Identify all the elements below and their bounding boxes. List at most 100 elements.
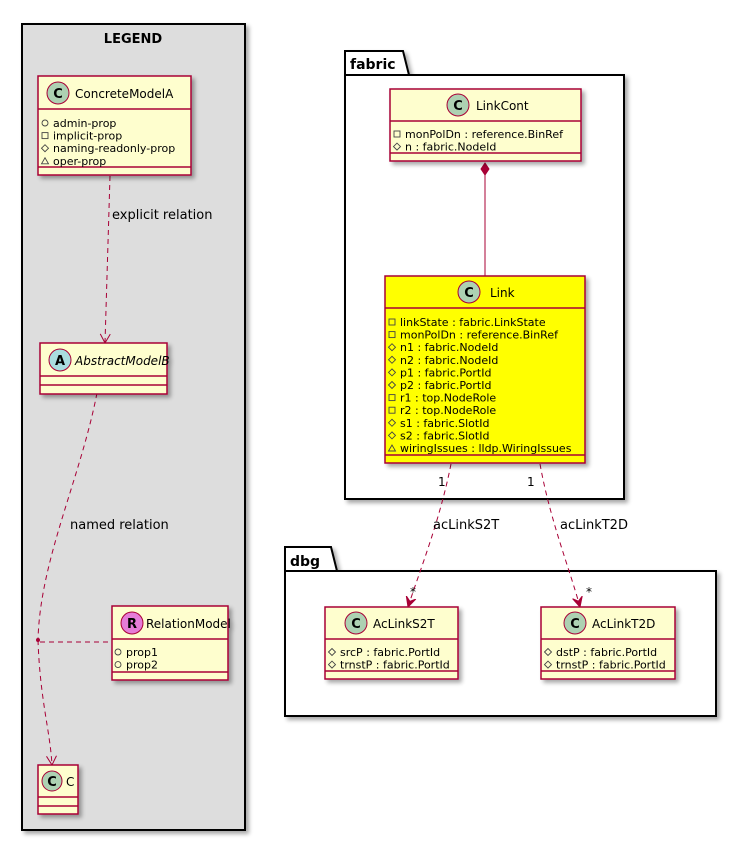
class-stereotype-letter: A (55, 354, 65, 369)
visibility-protected-icon (387, 380, 397, 390)
class-stereotype-icon (46, 81, 70, 105)
visibility-protected-icon (327, 660, 337, 669)
attribute: admin-prop (53, 117, 116, 130)
attribute: n : fabric.NodeId (405, 141, 496, 154)
class-stereotype-icon (457, 280, 481, 304)
named-relation-edge-upper (37, 392, 98, 641)
class-name: C (66, 775, 74, 789)
class-stereotype-letter: C (570, 617, 580, 632)
attribute: wiringIssues : lldp.WiringIssues (400, 442, 572, 455)
visibility-private-icon (388, 406, 396, 414)
legend-title: LEGEND (104, 32, 163, 47)
visibility-private-icon (388, 331, 396, 339)
attribute: naming-readonly-prop (53, 142, 175, 155)
class-name: Link (490, 286, 515, 300)
class-stereotype-icon (344, 611, 368, 635)
attribute: monPolDn : reference.BinRef (400, 329, 559, 342)
class-name: LinkCont (476, 99, 529, 113)
class-name: AcLinkS2T (373, 617, 435, 631)
attribute: prop1 (126, 646, 158, 659)
explicit-relation-label: explicit relation (112, 208, 212, 223)
visibility-package-icon (40, 156, 50, 165)
fabric-package-title: fabric (350, 57, 396, 73)
association-point (36, 638, 40, 642)
visibility-public-icon (114, 661, 122, 669)
visibility-protected-icon (387, 343, 397, 352)
relation-stereotype-icon (120, 611, 144, 635)
class-stereotype-letter: C (453, 99, 463, 114)
attribute: r2 : top.NodeRole (400, 404, 496, 417)
visibility-protected-icon (327, 647, 337, 657)
class-concrete-model-a: C ConcreteModelA admin-propimplicit-prop… (37, 75, 192, 176)
class-stereotype-letter: R (127, 617, 137, 632)
attribute: p1 : fabric.PortId (400, 366, 491, 379)
dbg-package-title: dbg (290, 554, 320, 570)
visibility-public-icon (114, 648, 122, 656)
visibility-protected-icon (392, 142, 402, 151)
visibility-protected-icon (543, 647, 553, 657)
attribute: monPolDn : reference.BinRef (405, 128, 564, 141)
class-stereotype-letter: C (47, 775, 57, 790)
ac-link-s2t-label: acLinkS2T (433, 518, 499, 533)
named-relation-edge-lower (37, 639, 57, 767)
attribute-list: admin-propimplicit-propnaming-readonly-p… (40, 117, 175, 168)
attribute: n1 : fabric.NodeId (400, 341, 498, 354)
visibility-package-icon (387, 444, 397, 452)
attribute: implicit-prop (53, 130, 122, 143)
class-name: AcLinkT2D (592, 617, 655, 631)
ac-link-s2t-edge (408, 463, 452, 607)
visibility-private-icon (388, 394, 396, 402)
attribute: r1 : top.NodeRole (400, 392, 496, 405)
attribute: linkState : fabric.LinkState (400, 316, 546, 329)
visibility-private-icon (388, 318, 396, 326)
class-c: C C (37, 764, 79, 815)
attribute: trnstP : fabric.PortId (556, 659, 666, 672)
ac-link-t2d-target-mult: * (586, 585, 592, 599)
attribute: n2 : fabric.NodeId (400, 354, 498, 367)
attribute: prop2 (126, 659, 158, 672)
attribute: s2 : fabric.SlotId (400, 429, 489, 442)
visibility-protected-icon (387, 418, 397, 427)
visibility-private-icon (393, 130, 401, 138)
attribute: oper-prop (53, 155, 106, 168)
class-name: AbstractModelB (74, 354, 170, 368)
class-link: C Link linkState : fabric.LinkStatemonPo… (384, 275, 586, 464)
class-stereotype-icon (446, 93, 470, 117)
class-stereotype-letter: C (351, 617, 361, 632)
abstract-stereotype-icon (48, 348, 72, 372)
visibility-protected-icon (543, 660, 553, 669)
visibility-public-icon (41, 119, 49, 127)
visibility-private-icon (41, 132, 49, 140)
class-stereotype-letter: C (53, 87, 63, 102)
ac-link-s2t-target-mult: * (410, 585, 416, 599)
attribute: s1 : fabric.SlotId (400, 417, 489, 430)
visibility-protected-icon (387, 368, 397, 377)
explicit-relation-edge (99, 175, 111, 345)
attribute: p2 : fabric.PortId (400, 379, 491, 392)
ac-link-t2d-edge (539, 463, 580, 607)
class-stereotype-icon (41, 770, 63, 792)
ac-link-s2t-source-mult: 1 (438, 475, 446, 489)
attribute: trnstP : fabric.PortId (340, 659, 450, 672)
ac-link-t2d-label: acLinkT2D (560, 518, 628, 533)
class-link-cont: C LinkCont monPolDn : reference.BinRefn … (389, 88, 582, 162)
relations: explicit relation named relation 1 acLin… (36, 162, 628, 767)
named-relation-label: named relation (70, 518, 169, 533)
visibility-protected-icon (387, 355, 397, 364)
visibility-protected-icon (387, 431, 397, 440)
class-abstract-model-b: A AbstractModelB (39, 342, 170, 395)
visibility-protected-icon (40, 144, 50, 153)
class-name: ConcreteModelA (75, 87, 174, 101)
ac-link-t2d-source-mult: 1 (527, 475, 535, 489)
class-stereotype-icon (563, 611, 587, 635)
attribute: srcP : fabric.PortId (340, 646, 440, 659)
attribute: dstP : fabric.PortId (556, 646, 657, 659)
